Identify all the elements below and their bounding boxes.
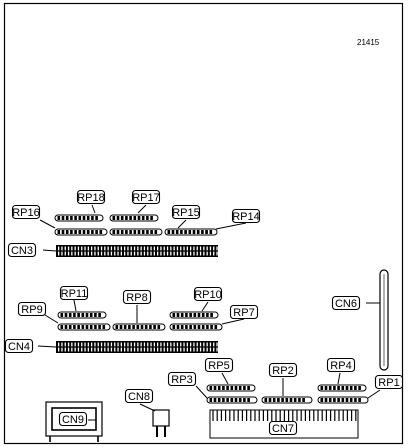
cn3-label-text: CN3 xyxy=(11,245,33,257)
rp17-pack xyxy=(109,214,159,222)
component-bodies xyxy=(45,214,389,442)
rp18-pack xyxy=(54,214,104,222)
cn4-header xyxy=(56,341,218,353)
rp15-label: RP15 xyxy=(171,204,201,220)
rp18-label-text: RP18 xyxy=(77,192,105,204)
rp1-pack xyxy=(317,396,369,404)
rp4-label: RP4 xyxy=(326,357,356,373)
rp17-label: RP17 xyxy=(131,189,161,205)
rp2-label: RP2 xyxy=(268,362,298,378)
rp14-label: RP14 xyxy=(231,208,261,224)
rp16-pack xyxy=(54,228,108,236)
cn4-label-text: CN4 xyxy=(8,341,30,353)
cn7-label: CN7 xyxy=(268,420,298,436)
rp18-label: RP18 xyxy=(76,189,106,205)
leader-lines xyxy=(37,204,381,421)
rp4-pack xyxy=(317,384,367,392)
cn7-label-text: CN7 xyxy=(272,423,294,435)
rp9-label-text: RP9 xyxy=(21,304,42,316)
rp8-label: RP8 xyxy=(122,289,152,305)
cn9-label: CN9 xyxy=(58,411,88,427)
rp9-label: RP9 xyxy=(17,301,47,317)
rp5-label-text: RP5 xyxy=(208,360,229,372)
rp5-label: RP5 xyxy=(204,357,234,373)
drawing-id: 21415 xyxy=(357,38,380,47)
rp11-pack xyxy=(57,311,107,319)
cn6-label: CN6 xyxy=(331,295,361,311)
rp15-pack xyxy=(109,228,163,236)
rp14-label-text: RP14 xyxy=(232,211,260,223)
cn3-label: CN3 xyxy=(7,242,37,258)
rp9-pack xyxy=(57,323,111,331)
board-outline xyxy=(3,2,404,445)
cn8-label-text: CN8 xyxy=(128,391,150,403)
cn8-jumper xyxy=(152,409,170,437)
rp1-label: RP1 xyxy=(374,374,404,390)
cn6-label-text: CN6 xyxy=(335,298,357,310)
rp16-label-text: RP16 xyxy=(12,207,40,219)
rp7-label-text: RP7 xyxy=(233,307,254,319)
cn3-header xyxy=(56,245,218,257)
rp3-label-text: RP3 xyxy=(171,374,192,386)
rp15-label-text: RP15 xyxy=(172,207,200,219)
rp1-label-text: RP1 xyxy=(378,377,399,389)
rp8-label-text: RP8 xyxy=(126,292,147,304)
rp3-label: RP3 xyxy=(167,371,197,387)
rp10-label-text: RP10 xyxy=(194,289,222,301)
rp5-pack xyxy=(206,384,256,392)
rp2-pack xyxy=(261,396,313,404)
cn4-label: CN4 xyxy=(4,338,34,354)
cn8-label: CN8 xyxy=(124,388,154,404)
rp16-label: RP16 xyxy=(11,204,41,220)
rp10-pack xyxy=(169,311,219,319)
rp3-pack xyxy=(206,396,258,404)
rp10-label: RP10 xyxy=(193,286,223,302)
rp11-label: RP11 xyxy=(59,285,89,301)
rp4-label-text: RP4 xyxy=(330,360,351,372)
rp14-pack xyxy=(164,228,218,236)
cn6-connector xyxy=(379,269,389,371)
rp8-pack xyxy=(112,323,166,331)
rp7-label: RP7 xyxy=(229,304,259,320)
rp17-label-text: RP17 xyxy=(132,192,160,204)
rp11-label-text: RP11 xyxy=(61,288,88,300)
cn9-label-text: CN9 xyxy=(62,414,84,426)
rp7-pack xyxy=(169,323,223,331)
rp2-label-text: RP2 xyxy=(272,365,293,377)
